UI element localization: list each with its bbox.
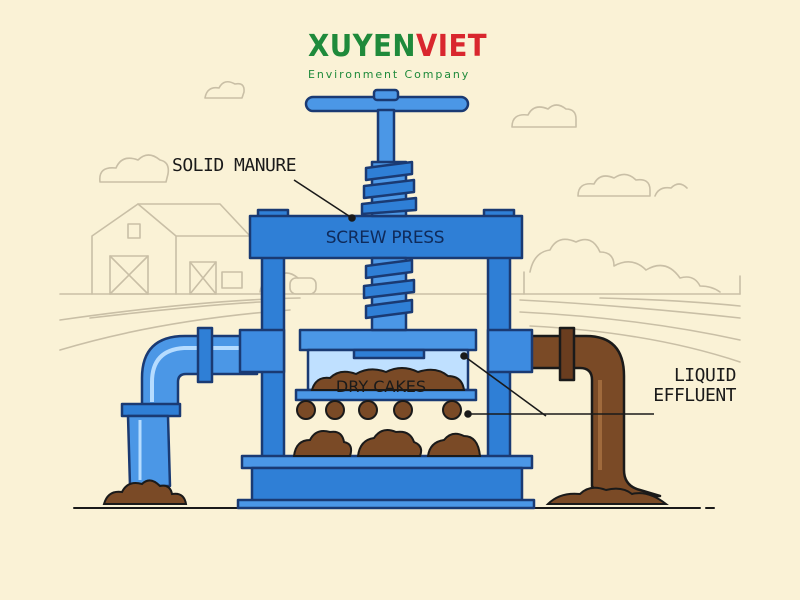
- leader-lines: [293, 179, 654, 418]
- cloud: [204, 80, 245, 99]
- field-line: [599, 297, 741, 307]
- base-pile-left: [292, 430, 353, 457]
- dry-cake-pile: [310, 367, 466, 391]
- barn-window: [127, 223, 141, 239]
- screw-press-label: SCREW PRESS: [325, 228, 445, 248]
- field-line: [519, 311, 741, 341]
- field-line: [89, 301, 261, 319]
- left-inlet-pipe: [120, 326, 259, 488]
- brand-tagline: Environment Company: [308, 68, 471, 81]
- base-pile-right: [426, 432, 482, 457]
- hay-bale: [221, 271, 243, 289]
- cake-ball: [296, 400, 316, 420]
- tree-line: [529, 238, 721, 293]
- press-base: [250, 466, 524, 506]
- barn-door-cross: [109, 255, 149, 295]
- cake-ball: [358, 400, 378, 420]
- top-beam: [248, 214, 524, 260]
- base-manure: [292, 429, 482, 457]
- cloud: [654, 183, 688, 197]
- solid-manure-leader: [293, 179, 353, 219]
- chamber-leader: [463, 355, 547, 417]
- dry-cakes-label: DRY CAKES: [335, 377, 427, 396]
- liquid-label-line2: EFFLUENT: [653, 384, 736, 406]
- base-pile-center: [356, 429, 423, 457]
- liquid-effluent-label: LIQUID EFFLUENT: [636, 366, 736, 406]
- base-plate: [240, 454, 534, 470]
- press-frame: [236, 208, 536, 510]
- cloud: [577, 173, 651, 197]
- cloud: [99, 154, 170, 183]
- cake-balls: [296, 400, 462, 420]
- liquid-label-line1: LIQUID: [673, 365, 737, 386]
- barn-door-small-cross: [189, 261, 217, 295]
- right-manure-pile: [545, 486, 669, 505]
- brand-name-part2: VIET: [415, 29, 488, 64]
- background-sketch: [59, 80, 741, 363]
- brand-name-part1: XUYEN: [308, 29, 416, 64]
- cloud: [511, 104, 577, 128]
- cake-ball: [325, 400, 345, 420]
- brand-logo: XUYENVIET Environment Company: [300, 22, 500, 82]
- ground-manure: [102, 479, 669, 505]
- barn-roof: [137, 203, 251, 295]
- screw-assembly: [304, 88, 470, 332]
- cake-ball: [393, 400, 413, 420]
- brand-name: XUYENVIET: [308, 32, 487, 62]
- barn-outline: [91, 203, 251, 295]
- cake-ball: [442, 400, 462, 420]
- handle-shaft: [376, 108, 396, 166]
- hay-bale: [289, 277, 317, 295]
- tree-line: [523, 271, 741, 295]
- field-line: [59, 309, 291, 351]
- field-line: [519, 299, 741, 319]
- press-plate: [298, 328, 478, 352]
- solid-manure-label: SOLID MANURE: [172, 155, 297, 176]
- left-manure-pile: [102, 479, 188, 505]
- right-outlet-pipe: [518, 326, 662, 502]
